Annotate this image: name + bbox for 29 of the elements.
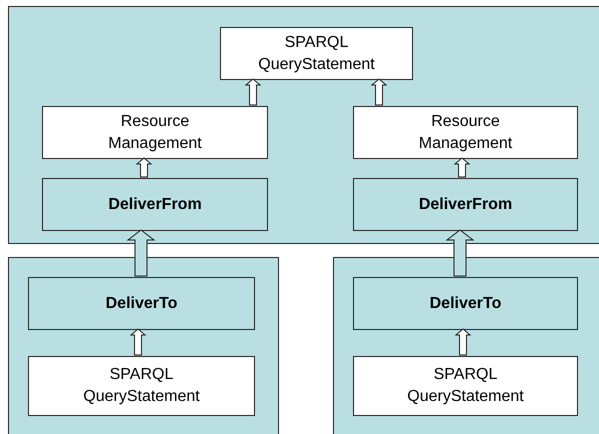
- block-arrow: [136, 157, 152, 178]
- block-arrow: [454, 328, 472, 356]
- box-label: SPARQL QueryStatement: [406, 365, 525, 407]
- group-panel: [333, 257, 599, 434]
- block-arrow: [370, 78, 388, 106]
- group-panel: [8, 257, 279, 434]
- process-box: [353, 277, 578, 330]
- block-arrow: [454, 157, 470, 178]
- block-arrow: [446, 229, 474, 276]
- process-box: [28, 277, 255, 330]
- box-label: DeliverFrom: [418, 194, 514, 214]
- process-box: [28, 356, 255, 416]
- process-box: [42, 106, 268, 159]
- process-box: [353, 106, 578, 159]
- box-label: Resource Management: [107, 112, 203, 154]
- box-label: SPARQL QueryStatement: [257, 32, 376, 74]
- box-label: DeliverFrom: [107, 194, 203, 214]
- block-arrow: [130, 328, 146, 356]
- block-arrow: [244, 78, 262, 106]
- process-box: [353, 178, 578, 231]
- box-label: Resource Management: [418, 112, 514, 154]
- process-box: [353, 356, 578, 416]
- process-box: [42, 178, 268, 231]
- process-box: [220, 27, 413, 80]
- group-panel: [8, 6, 599, 244]
- box-label: DeliverTo: [104, 294, 178, 314]
- box-label: SPARQL QueryStatement: [82, 365, 201, 407]
- box-label: DeliverTo: [428, 294, 502, 314]
- block-arrow: [126, 229, 156, 276]
